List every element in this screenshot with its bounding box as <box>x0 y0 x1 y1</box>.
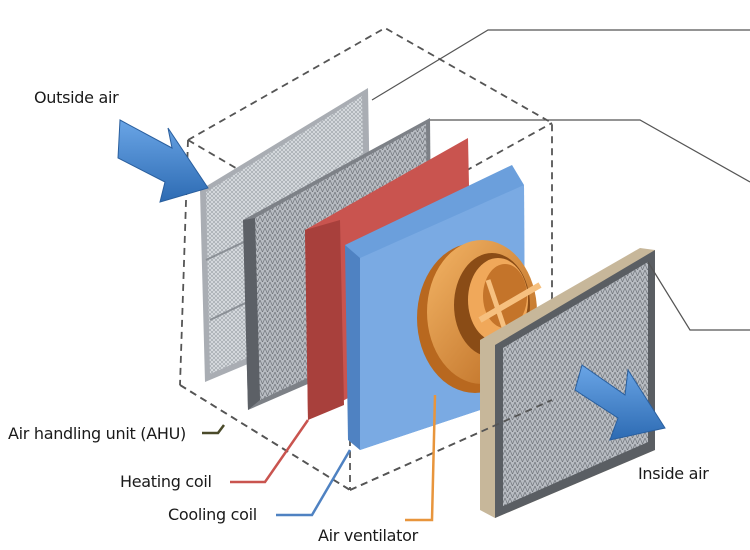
final-filter-panel <box>480 248 655 518</box>
heating-coil-leader <box>230 419 310 484</box>
outside-air-arrow <box>117 119 209 203</box>
inside-air-label: Inside air <box>638 464 709 483</box>
cooling-coil-leader <box>276 449 352 517</box>
callout-lines <box>371 29 750 331</box>
heating-coil-label: Heating coil <box>120 472 212 491</box>
air-ventilator-leader <box>405 394 437 522</box>
inside-air-arrow <box>574 364 666 441</box>
ahu-label: Air handling unit (AHU) <box>8 424 186 443</box>
ahu-leader <box>202 424 225 435</box>
outside-air-label: Outside air <box>34 88 119 107</box>
cooling-coil-label: Cooling coil <box>168 505 257 524</box>
air-ventilator-label: Air ventilator <box>318 526 418 545</box>
